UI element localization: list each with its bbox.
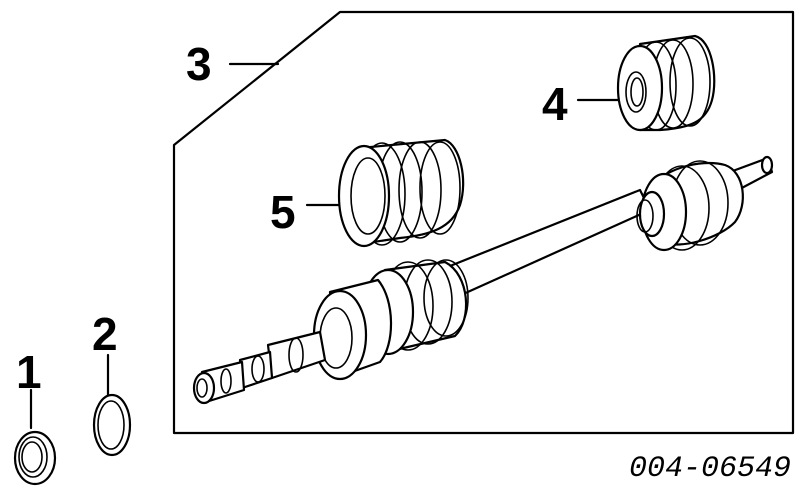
- small-cv-boot: [616, 34, 716, 132]
- seal-ring: [13, 430, 57, 486]
- drive-axle-shaft: [192, 155, 774, 405]
- part-number: 004-06549: [629, 452, 791, 486]
- callout-2: 2: [92, 308, 118, 360]
- large-cv-boot: [337, 138, 465, 248]
- callout-3: 3: [186, 38, 212, 90]
- callout-5: 5: [270, 186, 296, 238]
- callout-4: 4: [542, 78, 568, 130]
- washer-ring: [92, 393, 132, 457]
- callout-1: 1: [16, 346, 42, 398]
- assembly-frame: [172, 10, 795, 435]
